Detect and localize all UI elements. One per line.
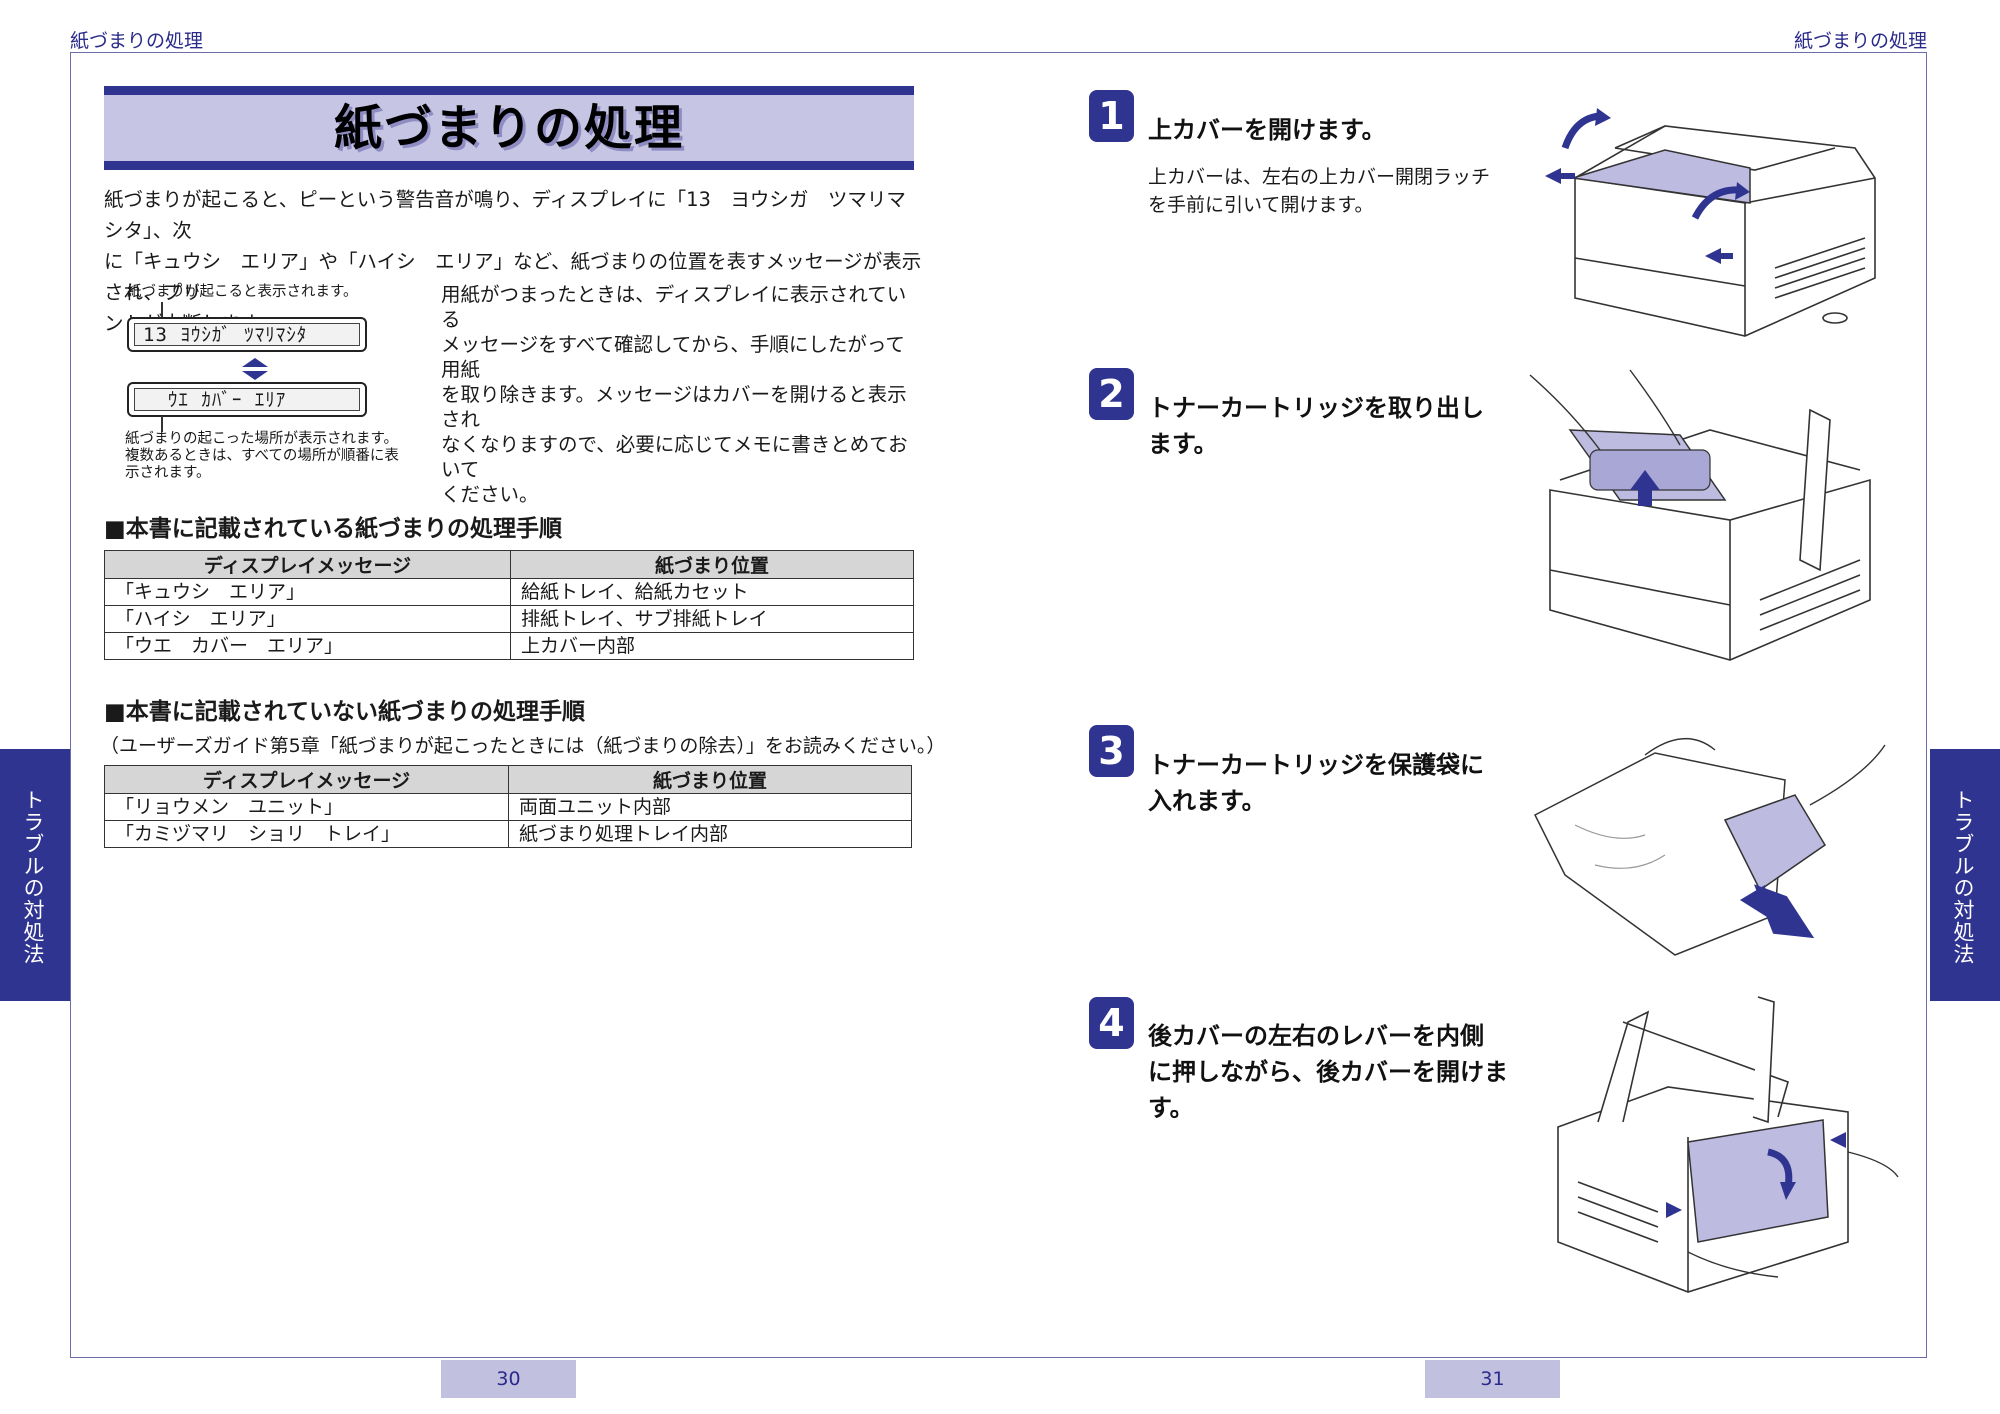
running-header-right: 紙づまりの処理 (1793, 30, 1927, 52)
display-caption-bottom-line-3: 示されます。 (125, 465, 211, 481)
display-caption-top: 紙づまりが起こると表示されます。 (127, 284, 358, 300)
side-note-line-3: を取り除きます。メッセージはカバーを開けると表示され (441, 383, 907, 431)
lcd-display-1-text: 13 ﾖｳｼｶﾞ ﾂﾏﾘﾏｼﾀ (134, 323, 360, 346)
table-row: 「カミヅマリ ショリ トレイ」 紙づまり処理トレイ内部 (104, 820, 912, 848)
side-note-line-1: 用紙がつまったときは、ディスプレイに表示されている (441, 283, 907, 331)
step-4-text: 後カバーの左右のレバーを内側 に押しながら、後カバーを開けま す。 (1148, 1018, 1508, 1126)
display-caption-bottom: 紙づまりの起こった場所が表示されます。 複数あるときは、すべての場所が順番に表 … (125, 431, 445, 482)
table-cell: 紙づまり処理トレイ内部 (508, 820, 912, 848)
side-note: 用紙がつまったときは、ディスプレイに表示されている メッセージをすべて確認してか… (441, 282, 921, 507)
side-tab-right[interactable]: トラブルの対処法 (1930, 749, 2000, 1001)
step-3-line-2: 入れます。 (1148, 787, 1266, 815)
page-number-right: 31 (1425, 1360, 1560, 1398)
side-tab-left-label: トラブルの対処法 (21, 789, 45, 965)
table-cell: 両面ユニット内部 (508, 793, 912, 821)
section1-col-header-message: ディスプレイメッセージ (104, 550, 511, 579)
display-caption-bottom-line-1: 紙づまりの起こった場所が表示されます。 (125, 431, 399, 447)
page-title: 紙づまりの処理 (333, 100, 684, 156)
table-row: 「キュウシ エリア」 給紙トレイ、給紙カセット (104, 578, 914, 606)
step-4-line-3: す。 (1148, 1094, 1194, 1122)
table-cell: 「キュウシ エリア」 (104, 578, 511, 606)
step-4-line-2: に押しながら、後カバーを開けま (1148, 1058, 1508, 1086)
step-4-number: 4 (1089, 997, 1134, 1049)
callout-line-bottom (161, 416, 163, 432)
step-1-subtext: 上カバーは、左右の上カバー開閉ラッチ を手前に引いて開けます。 (1148, 163, 1490, 219)
step-2-line-1: トナーカートリッジを取り出し (1148, 394, 1484, 422)
side-tab-right-label: トラブルの対処法 (1951, 789, 1975, 965)
section2-col-header-message: ディスプレイメッセージ (104, 765, 509, 794)
intro-line-2: に「キュウシ エリア」や「ハイシ エリア」など、紙づまりの位置を表すメッセージが… (104, 250, 922, 304)
page-frame (70, 52, 1927, 1358)
toner-bag-illustration (1533, 725, 1895, 959)
table-row: 「リョウメン ユニット」 両面ユニット内部 (104, 793, 912, 821)
step-2-text: トナーカートリッジを取り出し ます。 (1148, 390, 1484, 462)
section1-heading: ■本書に記載されている紙づまりの処理手順 (104, 516, 563, 542)
lcd-display-1: 13 ﾖｳｼｶﾞ ﾂﾏﾘﾏｼﾀ (127, 317, 367, 352)
section2-table: ディスプレイメッセージ 紙づまり位置 「リョウメン ユニット」 両面ユニット内部… (104, 765, 912, 848)
section2-heading: ■本書に記載されていない紙づまりの処理手順 (104, 699, 586, 725)
running-header-left: 紙づまりの処理 (70, 30, 204, 52)
title-band: 紙づまりの処理 (104, 86, 914, 170)
table-row: 「ウエ カバー エリア」 上カバー内部 (104, 632, 914, 660)
alternate-arrows-icon (241, 358, 269, 384)
step-1-line-1: 上カバーを開けます。 (1148, 116, 1386, 144)
step-1-sub-line-2: を手前に引いて開けます。 (1148, 194, 1374, 216)
side-note-line-2: メッセージをすべて確認してから、手順にしたがって用紙 (441, 333, 905, 381)
table-cell: 「カミヅマリ ショリ トレイ」 (104, 820, 509, 848)
table-cell: 「ウエ カバー エリア」 (104, 632, 511, 660)
side-note-line-4: なくなりますので、必要に応じてメモに書きとめておいて (441, 433, 908, 481)
step-1-number: 1 (1089, 90, 1134, 142)
table-cell: 「リョウメン ユニット」 (104, 793, 509, 821)
step-4-line-1: 後カバーの左右のレバーを内側 (1148, 1022, 1484, 1050)
step-3-line-1: トナーカートリッジを保護袋に (1148, 751, 1484, 779)
step-3-number: 3 (1089, 725, 1134, 777)
table-cell: 給紙トレイ、給紙カセット (510, 578, 914, 606)
table-cell: 排紙トレイ、サブ排紙トレイ (510, 605, 914, 633)
section2-col-header-location: 紙づまり位置 (508, 765, 912, 794)
rear-cover-illustration (1548, 996, 1899, 1296)
side-note-line-5: ください。 (441, 483, 539, 506)
section1-table: ディスプレイメッセージ 紙づまり位置 「キュウシ エリア」 給紙トレイ、給紙カセ… (104, 550, 914, 660)
step-2-line-2: ます。 (1148, 430, 1218, 458)
intro-line-1: 紙づまりが起こると、ピーという警告音が鳴り、ディスプレイに「13 ヨウシガ ツマ… (104, 188, 906, 242)
table-row: 「ハイシ エリア」 排紙トレイ、サブ排紙トレイ (104, 605, 914, 633)
step-1-sub-line-1: 上カバーは、左右の上カバー開閉ラッチ (1148, 166, 1491, 188)
table-cell: 上カバー内部 (510, 632, 914, 660)
section2-note: （ユーザーズガイド第5章「紙づまりが起こったときには（紙づまりの除去）」をお読み… (100, 735, 946, 757)
toner-removal-illustration (1529, 369, 1880, 704)
printer-top-cover-illustration (1545, 108, 1885, 352)
step-3-text: トナーカートリッジを保護袋に 入れます。 (1148, 747, 1484, 819)
callout-line-top (161, 302, 163, 318)
lcd-display-2-text: ｳｴ ｶﾊﾞｰ ｴﾘｱ (134, 388, 360, 411)
page-number-left: 30 (441, 1360, 576, 1398)
display-caption-bottom-line-2: 複数あるときは、すべての場所が順番に表 (125, 448, 399, 464)
side-tab-left[interactable]: トラブルの対処法 (0, 749, 70, 1001)
section1-col-header-location: 紙づまり位置 (510, 550, 914, 579)
step-2-number: 2 (1089, 368, 1134, 420)
lcd-display-2: ｳｴ ｶﾊﾞｰ ｴﾘｱ (127, 382, 367, 417)
table-cell: 「ハイシ エリア」 (104, 605, 511, 633)
step-1-text: 上カバーを開けます。 (1148, 112, 1386, 148)
